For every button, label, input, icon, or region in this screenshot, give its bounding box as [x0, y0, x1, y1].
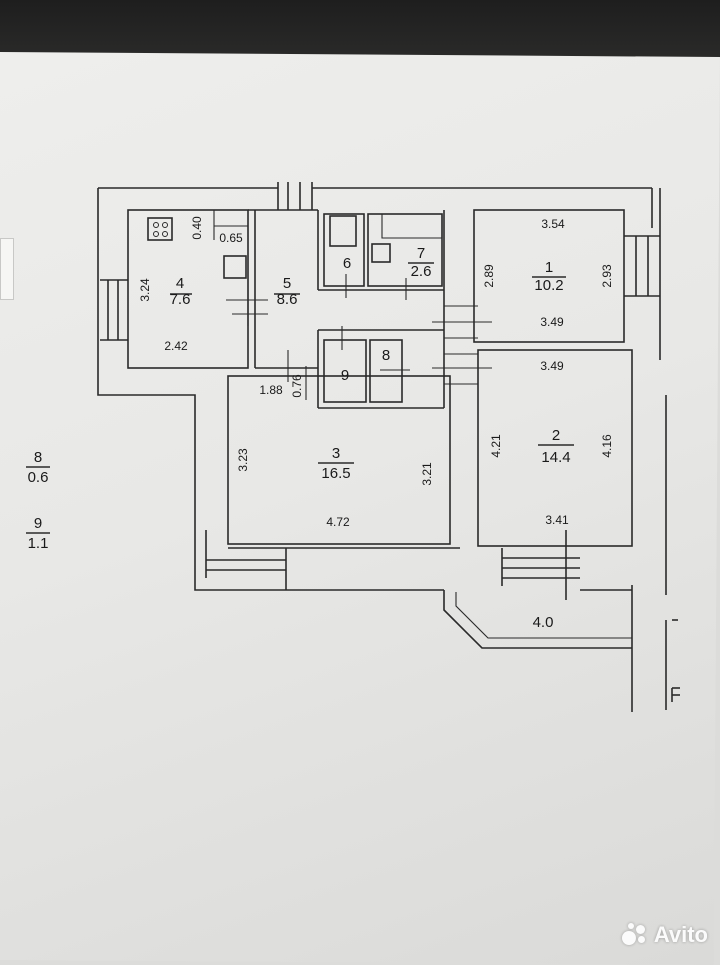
- room-5-walls: [248, 209, 445, 409]
- room-6-number: 6: [343, 255, 351, 272]
- dim-r2-left: 4.21: [489, 434, 503, 458]
- outer-walls: [97, 187, 667, 712]
- dim-r4-niche-horizontal: 0.65: [219, 231, 243, 245]
- dim-r1-bottom: 3.49: [540, 315, 564, 329]
- dim-r4-bottom: 2.42: [164, 339, 188, 353]
- dark-background: [0, 0, 720, 58]
- room-1-number: 1: [545, 259, 553, 276]
- dim-r4-niche-vertical: 0.40: [190, 216, 204, 240]
- bathtub-icon: [381, 213, 443, 239]
- room-9-number: 9: [341, 367, 349, 384]
- washbasin-icon: [371, 243, 391, 263]
- dim-r2-top: 3.49: [540, 359, 564, 373]
- windows: [100, 182, 680, 702]
- dim-r3-bottom: 4.72: [326, 515, 350, 529]
- dim-r3-left: 3.23: [236, 448, 250, 472]
- room-1-walls: [473, 209, 625, 343]
- watermark-text: Avito: [653, 922, 708, 947]
- room-7-area: 2.6: [411, 263, 432, 280]
- room-2-area: 14.4: [541, 449, 570, 466]
- room-4-walls: [127, 209, 268, 369]
- dim-r1-right: 2.93: [600, 264, 614, 288]
- toilet-icon: [329, 215, 357, 247]
- room-8-number: 8: [382, 347, 390, 364]
- dim-hall-b: 0.76: [290, 374, 304, 398]
- dim-balcony: 4.0: [533, 614, 554, 631]
- room-4-area: 7.6: [170, 291, 191, 308]
- room-1-area: 10.2: [534, 277, 563, 294]
- room-2-number: 2: [552, 427, 560, 444]
- room-2-walls: [477, 349, 633, 547]
- dim-r2-bottom: 3.41: [545, 513, 569, 527]
- avito-logo-icon: [621, 923, 650, 947]
- room-5-number: 5: [283, 275, 291, 292]
- bathroom-walls: [323, 213, 443, 300]
- dim-r2-right: 4.16: [600, 434, 614, 458]
- room-3-area: 16.5: [321, 465, 350, 482]
- balcony-walls: [443, 590, 632, 649]
- dim-r1-top: 3.54: [541, 217, 565, 231]
- room-7-number: 7: [417, 245, 425, 262]
- room-4-number: 4: [176, 275, 184, 292]
- stove-icon: [147, 217, 173, 241]
- paper-edge-tab: [0, 238, 14, 300]
- sink-icon: [223, 255, 247, 279]
- room-3-walls: [227, 375, 460, 549]
- dim-hall-a: 1.88: [259, 383, 283, 397]
- legend-9-number: 9: [34, 515, 42, 532]
- legend-9-area: 1.1: [28, 535, 49, 552]
- legend-8-area: 0.6: [28, 469, 49, 486]
- room-5-area: 8.6: [277, 291, 298, 308]
- room-3-number: 3: [332, 445, 340, 462]
- pantry-walls: [323, 305, 492, 403]
- dim-r3-right: 3.21: [420, 462, 434, 486]
- avito-watermark: Avito: [621, 922, 708, 948]
- legend-8-number: 8: [34, 449, 42, 466]
- dim-r4-left: 3.24: [138, 278, 152, 302]
- dim-r1-left: 2.89: [482, 264, 496, 288]
